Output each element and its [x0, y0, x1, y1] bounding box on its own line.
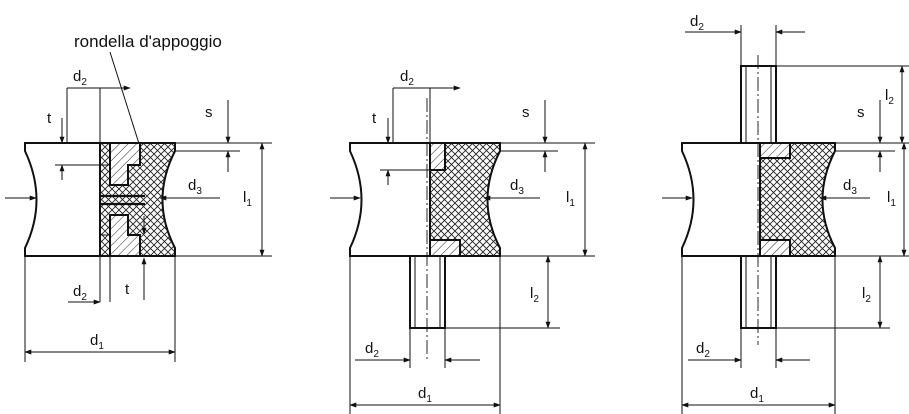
- s-label: s: [857, 104, 865, 121]
- d1-label: d1: [750, 385, 764, 405]
- d2-bottom-label: d2: [73, 283, 87, 303]
- l1-label: l1: [566, 189, 575, 209]
- d1-label: d1: [90, 332, 104, 352]
- d3-label: d3: [510, 177, 524, 197]
- d2-bottom-label: d2: [696, 340, 710, 360]
- callout-leader: [109, 51, 142, 151]
- insert-bottom: [429, 239, 461, 257]
- l2-bottom-label: l2: [862, 285, 871, 305]
- d3-label: d3: [843, 177, 857, 197]
- l2-label: l2: [530, 285, 539, 305]
- mount-body: [24, 142, 101, 257]
- callout-label: rondella d'appoggio: [74, 32, 222, 51]
- d2-top-label: d2: [400, 68, 414, 88]
- t-top-label: t: [47, 110, 52, 127]
- insert-top: [759, 142, 791, 159]
- s-label: s: [205, 104, 213, 121]
- d3-label: d3: [188, 177, 202, 197]
- t-top-label: t: [372, 110, 377, 127]
- mount-body: [349, 142, 431, 257]
- threaded-stud-bottom: [740, 255, 777, 329]
- s-label: s: [522, 104, 530, 121]
- l2-top-label: l2: [885, 87, 894, 107]
- mount-body: [681, 142, 761, 257]
- t-bottom-label: t: [125, 281, 130, 298]
- d1-label: d1: [418, 385, 432, 405]
- insert-bottom: [759, 239, 791, 257]
- view-female-male: d2 t s l1 d3 l2 d2 d1: [330, 68, 595, 414]
- d2-top-label: d2: [73, 68, 87, 88]
- insert-top: [429, 142, 446, 171]
- support-washer-top: [109, 142, 141, 186]
- rubber-element: [759, 142, 836, 257]
- d2-top-label: d2: [690, 13, 704, 33]
- d2-bottom-label: d2: [365, 340, 379, 360]
- l1-label: l1: [243, 189, 252, 209]
- threaded-stud-top: [740, 65, 777, 144]
- view-female-female: rondella d'appoggio d2 t s l1: [5, 32, 272, 362]
- rubber-element: [429, 142, 501, 257]
- view-male-male: d2 s l2 l1 d3 l2 d2 d1: [662, 13, 909, 414]
- l1-label: l1: [887, 189, 896, 209]
- threaded-stud: [409, 255, 446, 329]
